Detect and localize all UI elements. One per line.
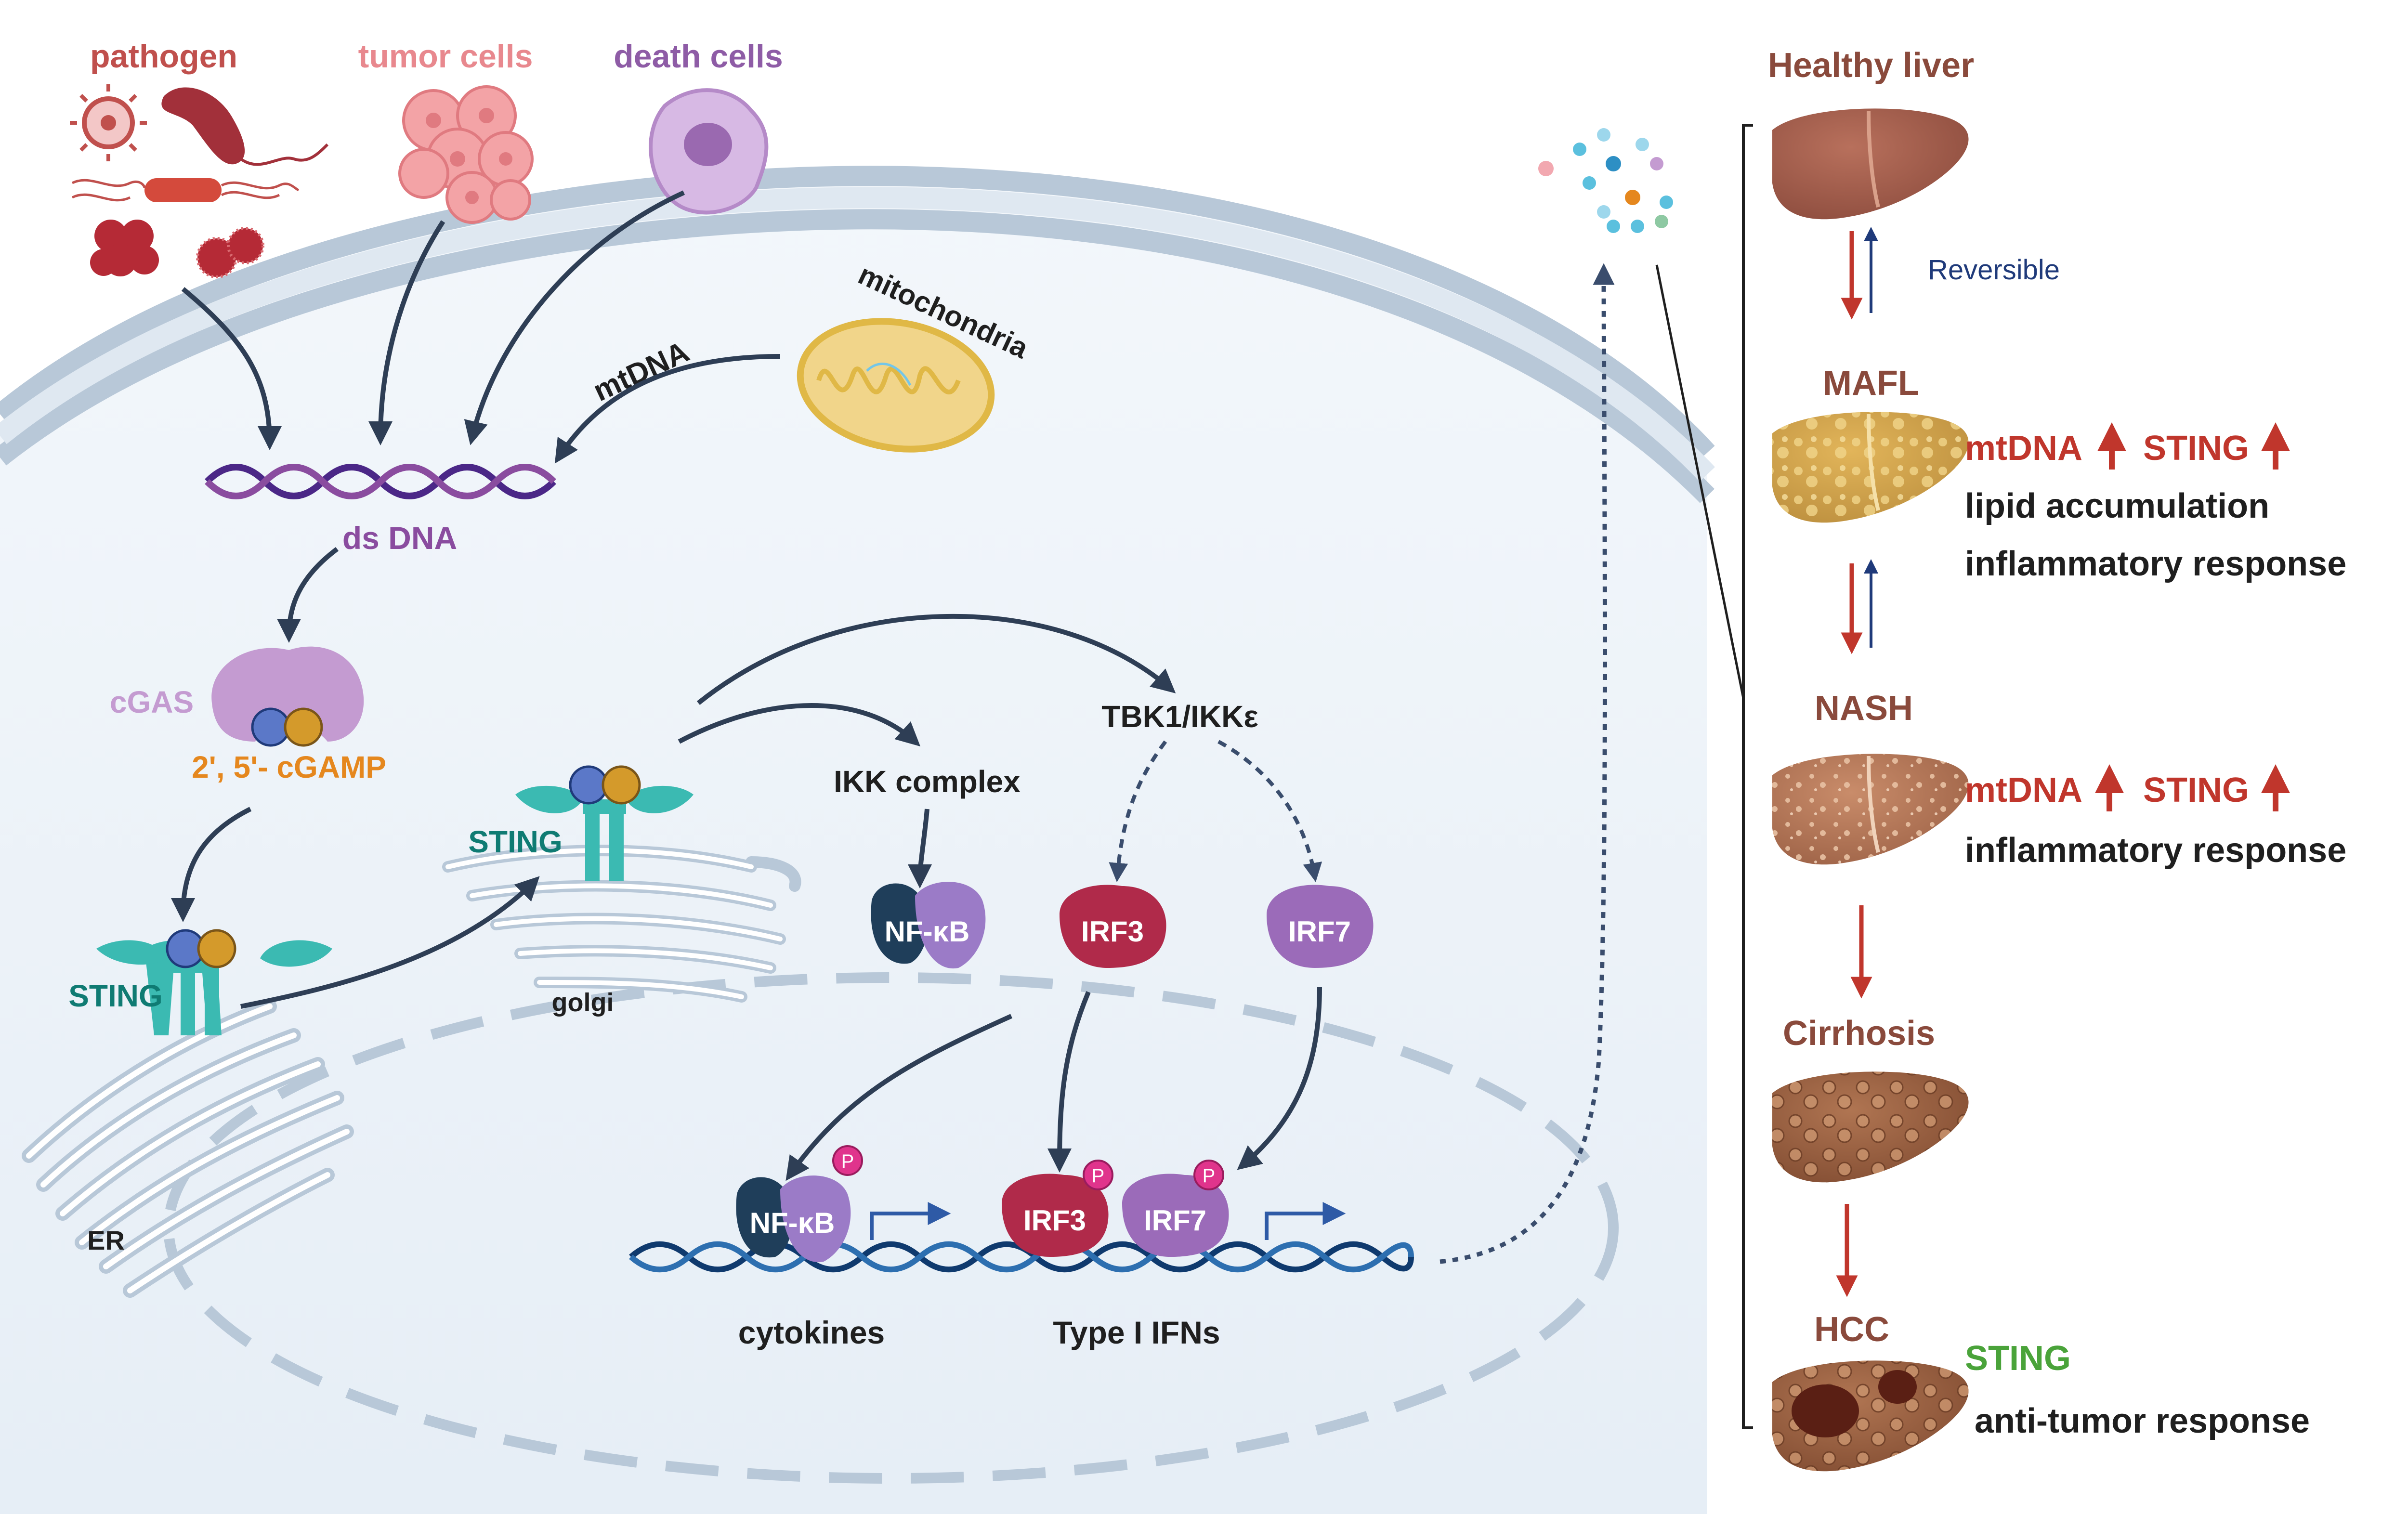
nash-label: NASH [1815, 689, 1913, 728]
plasma-membrane-inner [0, 209, 1714, 503]
sting-golgi-label: STING [468, 824, 563, 859]
sting-er-icon [96, 940, 332, 1035]
sting-golgi-cgamp-left-icon [569, 765, 608, 805]
phospho-label-irf3: P [1092, 1165, 1105, 1187]
nash-liver-icon [1772, 754, 1969, 865]
mafl-line1: lipid accumulation [1965, 487, 2269, 525]
irf7-p-label: IRF7 [1144, 1204, 1206, 1237]
irf3-p-label: IRF3 [1023, 1204, 1086, 1237]
ikk-complex-label: IKK complex [834, 764, 1021, 799]
cirrhosis-label: Cirrhosis [1783, 1014, 1935, 1053]
phospho-badge-irf7 [1193, 1160, 1224, 1190]
irf3-label: IRF3 [1081, 915, 1144, 948]
stage-bracket [1742, 124, 1753, 1429]
coccus-cluster-icon [90, 220, 159, 276]
hcc-sting-label: STING [1965, 1339, 2071, 1378]
mafl-mtdna-label: mtDNA [1965, 429, 2082, 468]
secreted-cytokines-icon [1538, 128, 1673, 233]
nfkb-label: NF-κB [885, 915, 970, 948]
nfkb-p-label: NF-κB [750, 1207, 835, 1239]
nfkb-p-icon [736, 1175, 851, 1263]
secretion-dotted-arrow [1440, 263, 1615, 1264]
virus-icon [70, 84, 147, 161]
healthy-liver-label: Healthy liver [1768, 46, 1974, 85]
cgamp-right-icon [284, 707, 323, 747]
pathway-arrows [171, 190, 1322, 1181]
hcc-liver-icon [1772, 1360, 1969, 1472]
flagellated-bacterium-icon [71, 178, 300, 202]
cgas-label: cGAS [110, 685, 194, 719]
ds-dna-helix [205, 464, 556, 499]
irf7-icon [1267, 885, 1374, 968]
cgamp-label: 2', 5'- cGAMP [192, 750, 386, 784]
mafl-label: MAFL [1823, 364, 1919, 403]
transcription-start-arrow-2 [1265, 1202, 1346, 1240]
transcription-start-arrow-1 [870, 1202, 951, 1240]
ds-dna-label: ds DNA [342, 520, 457, 556]
cgas-icon [211, 646, 364, 742]
sting-er-label: STING [68, 979, 163, 1013]
mitochondria-icon [797, 318, 995, 453]
nucleus-envelope [163, 972, 1619, 1484]
nash-sting-label: STING [2143, 771, 2249, 809]
pathogen-label: pathogen [90, 38, 237, 75]
tbk1-label: TBK1/IKKε [1101, 699, 1258, 734]
phospho-label-nfkb: P [841, 1151, 854, 1172]
cell [0, 166, 1715, 1514]
golgi-label: golgi [552, 988, 614, 1017]
tbk1-dashed-arrows [1109, 740, 1322, 882]
irf7-label: IRF7 [1288, 915, 1351, 948]
er-label: ER [87, 1225, 125, 1255]
irf3-icon [1060, 885, 1166, 968]
mafl-line2: inflammatory response [1965, 545, 2346, 583]
phospho-badge-nfkb [832, 1145, 863, 1176]
rod-bacterium-icon [161, 87, 329, 166]
tumor-cells-label: tumor cells [358, 38, 533, 75]
irf3-p-icon [1002, 1174, 1109, 1257]
cytokines-label: cytokines [738, 1315, 885, 1350]
diplococcus-icon [196, 227, 264, 278]
nfkb-icon [871, 882, 986, 969]
mafl-sting-label: STING [2143, 429, 2249, 468]
mafl-liver-icon [1772, 412, 1969, 523]
dead-cell-icon [649, 88, 769, 215]
type1-ifns-label: Type I IFNs [1053, 1315, 1220, 1350]
hcc-line1: anti-tumor response [1975, 1402, 2310, 1440]
death-cells-label: death cells [614, 38, 783, 75]
nash-line1: inflammatory response [1965, 831, 2346, 870]
reversible-label: Reversible [1928, 254, 2060, 286]
sting-golgi-icon [515, 785, 694, 881]
irf7-p-icon [1122, 1174, 1229, 1257]
nash-mtdna-label: mtDNA [1965, 771, 2082, 809]
sting-er-cgamp-right-icon [197, 929, 236, 968]
healthy-liver-icon [1772, 108, 1969, 220]
phospho-badge-irf3 [1083, 1160, 1113, 1190]
phospho-label-irf7: P [1203, 1165, 1216, 1187]
connector-line [1655, 264, 1745, 699]
cirrhosis-liver-icon [1772, 1071, 1969, 1183]
plasma-membrane-outer [0, 166, 1715, 460]
cgamp-left-icon [251, 707, 290, 747]
sting-golgi-cgamp-right-icon [602, 765, 641, 805]
hcc-label: HCC [1814, 1310, 1889, 1349]
